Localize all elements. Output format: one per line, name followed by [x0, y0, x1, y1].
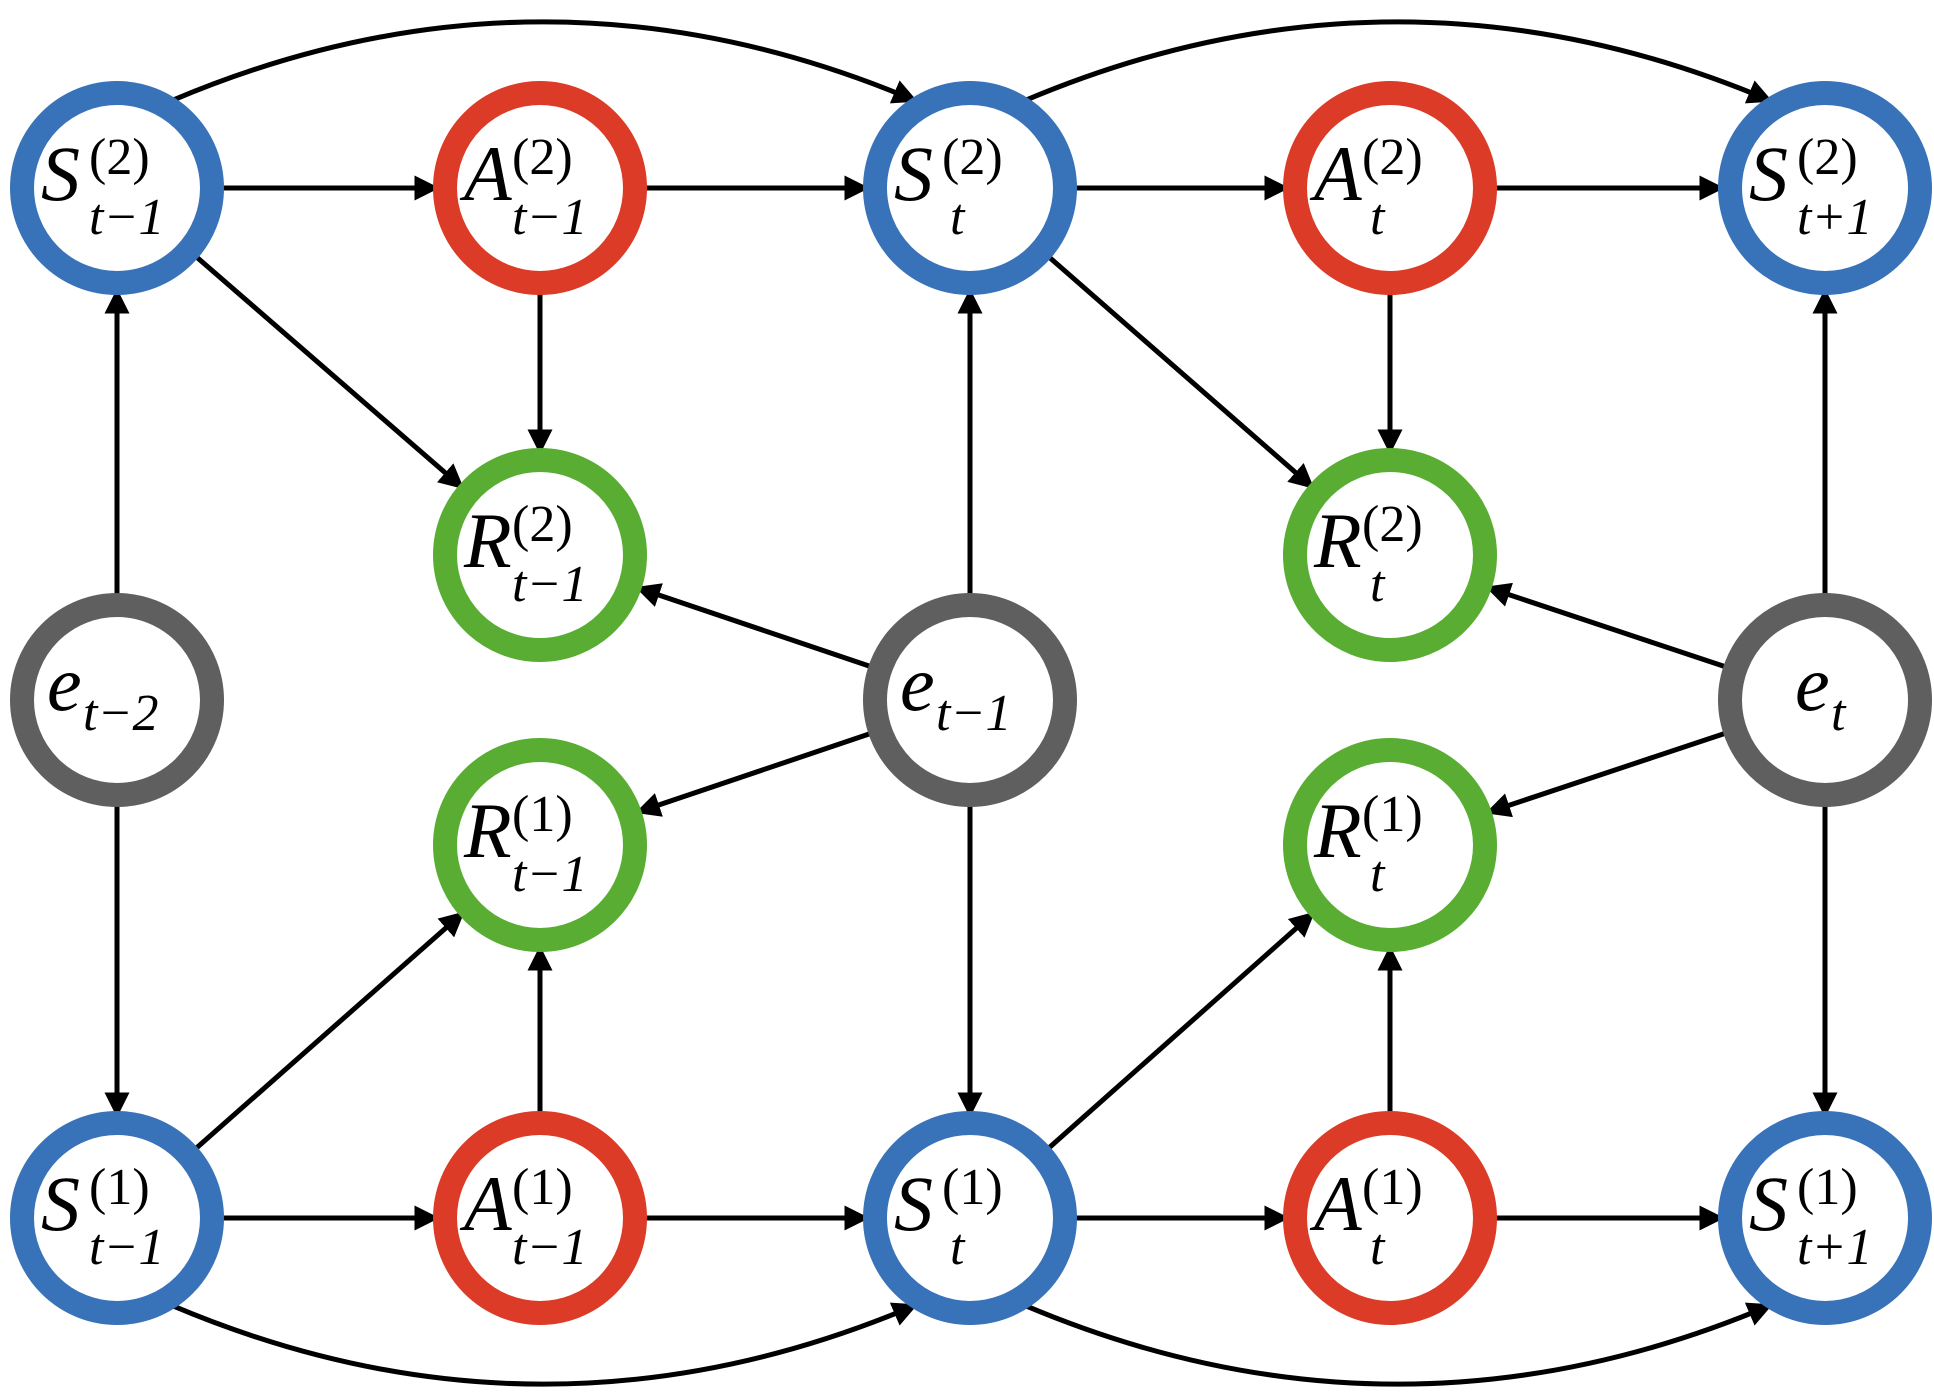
node-r2_t-subscript: t — [1370, 556, 1386, 613]
node-s1_tm1-symbol: S — [41, 1160, 80, 1247]
node-s1_tp1-symbol: S — [1749, 1160, 1788, 1247]
node-r2_t-symbol: R — [1313, 497, 1362, 584]
node-e_tm1-symbol: e — [900, 640, 935, 727]
node-s2_tp1: S(2)t+1 — [1718, 81, 1932, 295]
node-r1_t: R(1)t — [1283, 738, 1497, 952]
edge-s2_t-to-r2_t — [1045, 253, 1315, 490]
node-s1_t: S(1)t — [863, 1111, 1077, 1325]
node-a2_tm1-symbol: A — [459, 130, 512, 217]
node-s2_tp1-ring — [1718, 81, 1932, 295]
node-r2_tm1-ring — [433, 448, 647, 662]
node-s1_tm1-superscript: (1) — [89, 1159, 150, 1216]
node-s2_t: S(2)t — [863, 81, 1077, 295]
edges — [104, 19, 1838, 1387]
node-s1_tm1-subscript: t−1 — [89, 1219, 165, 1276]
edge-e_tm1-to-r1_tm1 — [635, 730, 874, 817]
node-s2_tm1-subscript: t−1 — [89, 189, 165, 246]
node-e_tm2-symbol: e — [47, 640, 82, 727]
edge-s2_tm1-to-s2_t — [170, 19, 918, 104]
node-a2_tm1: A(2)t−1 — [433, 81, 647, 295]
node-a2_t: A(2)t — [1283, 81, 1497, 295]
node-s2_t-ring — [863, 81, 1077, 295]
node-r1_tm1-ring — [433, 738, 647, 952]
node-a1_t-subscript: t — [1370, 1219, 1386, 1276]
node-a2_tm1-superscript: (2) — [512, 129, 573, 186]
edge-s1_tm1-to-r1_tm1 — [192, 911, 465, 1152]
node-s1_tm1: S(1)t−1 — [10, 1111, 224, 1325]
node-s1_tp1: S(1)t+1 — [1718, 1111, 1932, 1325]
node-a1_tm1-subscript: t−1 — [512, 1219, 588, 1276]
node-a1_t: A(1)t — [1283, 1111, 1497, 1325]
node-a1_t-symbol: A — [1309, 1160, 1362, 1247]
node-a1_tm1-superscript: (1) — [512, 1159, 573, 1216]
node-r1_tm1-symbol: R — [463, 787, 512, 874]
node-a1_t-ring — [1283, 1111, 1497, 1325]
node-e_tm1-subscript: t−1 — [936, 685, 1012, 742]
node-s1_tp1-superscript: (1) — [1797, 1159, 1858, 1216]
node-a1_tm1-ring — [433, 1111, 647, 1325]
node-r1_tm1-superscript: (1) — [512, 786, 573, 843]
node-s1_t-ring — [863, 1111, 1077, 1325]
node-a2_tm1-subscript: t−1 — [512, 189, 588, 246]
node-s2_tp1-subscript: t+1 — [1797, 189, 1873, 246]
node-s1_tm1-ring — [10, 1111, 224, 1325]
node-e_tm2-subscript: t−2 — [83, 685, 159, 742]
node-s1_tp1-subscript: t+1 — [1797, 1219, 1873, 1276]
node-r2_tm1-symbol: R — [463, 497, 512, 584]
node-s1_t-superscript: (1) — [942, 1159, 1003, 1216]
node-r2_tm1-subscript: t−1 — [512, 556, 588, 613]
node-r1_t-superscript: (1) — [1362, 786, 1423, 843]
node-e_t-subscript: t — [1831, 685, 1847, 742]
node-s2_tp1-superscript: (2) — [1797, 129, 1858, 186]
node-a2_t-symbol: A — [1309, 130, 1362, 217]
node-s1_t-subscript: t — [950, 1219, 966, 1276]
node-s2_tm1-ring — [10, 81, 224, 295]
nodes: S(2)t−1A(2)t−1S(2)tA(2)tS(2)t+1R(2)t−1R(… — [10, 81, 1932, 1325]
node-r1_t-symbol: R — [1313, 787, 1362, 874]
node-s2_t-subscript: t — [950, 189, 966, 246]
node-s1_tp1-ring — [1718, 1111, 1932, 1325]
node-a2_tm1-ring — [433, 81, 647, 295]
node-s2_tm1-symbol: S — [41, 130, 80, 217]
edge-s1_t-to-s1_tp1 — [1023, 1302, 1773, 1387]
node-e_t-ring — [1718, 593, 1932, 807]
node-r1_t-ring — [1283, 738, 1497, 952]
node-s2_tm1-superscript: (2) — [89, 129, 150, 186]
node-e_tm1-ring — [863, 593, 1077, 807]
edge-s2_t-to-s2_tp1 — [1023, 19, 1773, 104]
node-r1_t-subscript: t — [1370, 846, 1386, 903]
edge-e_tm1-to-r2_tm1 — [635, 583, 874, 670]
node-s2_tp1-symbol: S — [1749, 130, 1788, 217]
node-r2_tm1: R(2)t−1 — [433, 448, 647, 662]
node-a1_t-superscript: (1) — [1362, 1159, 1423, 1216]
node-a1_tm1: A(1)t−1 — [433, 1111, 647, 1325]
node-s2_t-superscript: (2) — [942, 129, 1003, 186]
edge-s1_tm1-to-s1_t — [170, 1302, 918, 1387]
node-a2_t-ring — [1283, 81, 1497, 295]
node-a2_t-superscript: (2) — [1362, 129, 1423, 186]
edge-e_t-to-r1_t — [1485, 730, 1729, 818]
node-s1_t-symbol: S — [894, 1160, 933, 1247]
node-r2_t: R(2)t — [1283, 448, 1497, 662]
edge-s1_t-to-r1_t — [1045, 911, 1315, 1152]
node-a1_tm1-symbol: A — [459, 1160, 512, 1247]
node-r2_t-ring — [1283, 448, 1497, 662]
node-e_tm2-ring — [10, 593, 224, 807]
node-a2_t-subscript: t — [1370, 189, 1386, 246]
node-r2_tm1-superscript: (2) — [512, 496, 573, 553]
node-r1_tm1-subscript: t−1 — [512, 846, 588, 903]
edge-s2_tm1-to-r2_tm1 — [193, 253, 465, 490]
node-r1_tm1: R(1)t−1 — [433, 738, 647, 952]
node-e_t-symbol: e — [1795, 640, 1830, 727]
node-s2_tm1: S(2)t−1 — [10, 81, 224, 295]
node-s2_t-symbol: S — [894, 130, 933, 217]
edge-e_t-to-r2_t — [1485, 582, 1729, 670]
node-r2_t-superscript: (2) — [1362, 496, 1423, 553]
